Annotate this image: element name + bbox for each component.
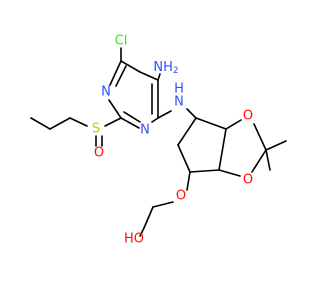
atom-sulfur: S bbox=[92, 122, 100, 137]
bond-propyl-2 bbox=[30, 117, 51, 130]
bond-s-c1 bbox=[69, 117, 88, 127]
bond-diox-4 bbox=[218, 169, 241, 177]
bond-me-1 bbox=[265, 140, 287, 151]
bond-cp-4 bbox=[177, 144, 191, 173]
bond-me-2 bbox=[265, 149, 271, 171]
bond-cp-3 bbox=[189, 169, 220, 173]
bond-n1-c2 bbox=[108, 99, 122, 119]
atom-oxygen-dioxolane-top: O bbox=[243, 109, 253, 124]
bond-c4-nh bbox=[157, 110, 172, 119]
atom-oxygen-ether: O bbox=[176, 189, 186, 204]
bond-diox-2 bbox=[253, 123, 267, 151]
atom-amino: NH2 bbox=[153, 60, 178, 77]
atom-oxygen-dioxolane-bottom: O bbox=[243, 173, 253, 188]
bond-c6-n1-double bbox=[115, 65, 127, 87]
bond-c5-c6 bbox=[120, 60, 141, 73]
molecule-structure: Cl NH2 N N N H S O O O O HO bbox=[30, 34, 287, 247]
bond-cp-1 bbox=[195, 117, 227, 130]
bond-c2-s bbox=[104, 117, 122, 127]
bond-c5-nh2 bbox=[157, 73, 161, 81]
bond-c6-n1 bbox=[109, 60, 122, 86]
bond-cp-5 bbox=[177, 117, 197, 146]
atom-hydrogen-amine: H bbox=[174, 82, 184, 97]
bond-n3-c4 bbox=[151, 117, 159, 123]
atom-sulfoxide-oxygen: O bbox=[94, 146, 104, 161]
bond-diox-1 bbox=[225, 119, 242, 130]
bond-c2-n3-double bbox=[123, 111, 141, 123]
bond-c2-oh bbox=[139, 227, 145, 237]
bond-o-c1 bbox=[152, 201, 174, 208]
atom-chlorine: Cl bbox=[115, 34, 128, 49]
atom-nitrogen-ring-top: N bbox=[101, 85, 111, 100]
bond-c1-c2 bbox=[143, 206, 154, 229]
atom-hydroxyl: HO bbox=[124, 232, 144, 247]
atom-nitrogen-ring-bottom: N bbox=[140, 123, 150, 138]
atom-nitrogen-amine: N bbox=[174, 95, 184, 110]
bond-c2-n3 bbox=[120, 117, 140, 129]
bond-cp-o bbox=[186, 171, 191, 191]
bond-diox-3 bbox=[251, 149, 267, 173]
molecule-canvas: Cl NH2 N N N H S O O O O HO bbox=[30, 34, 287, 247]
bond-cp-2 bbox=[218, 128, 227, 171]
bond-c5-ring bbox=[139, 71, 159, 81]
bond-propyl-1 bbox=[49, 117, 71, 130]
bond-nh-cp bbox=[186, 108, 197, 119]
